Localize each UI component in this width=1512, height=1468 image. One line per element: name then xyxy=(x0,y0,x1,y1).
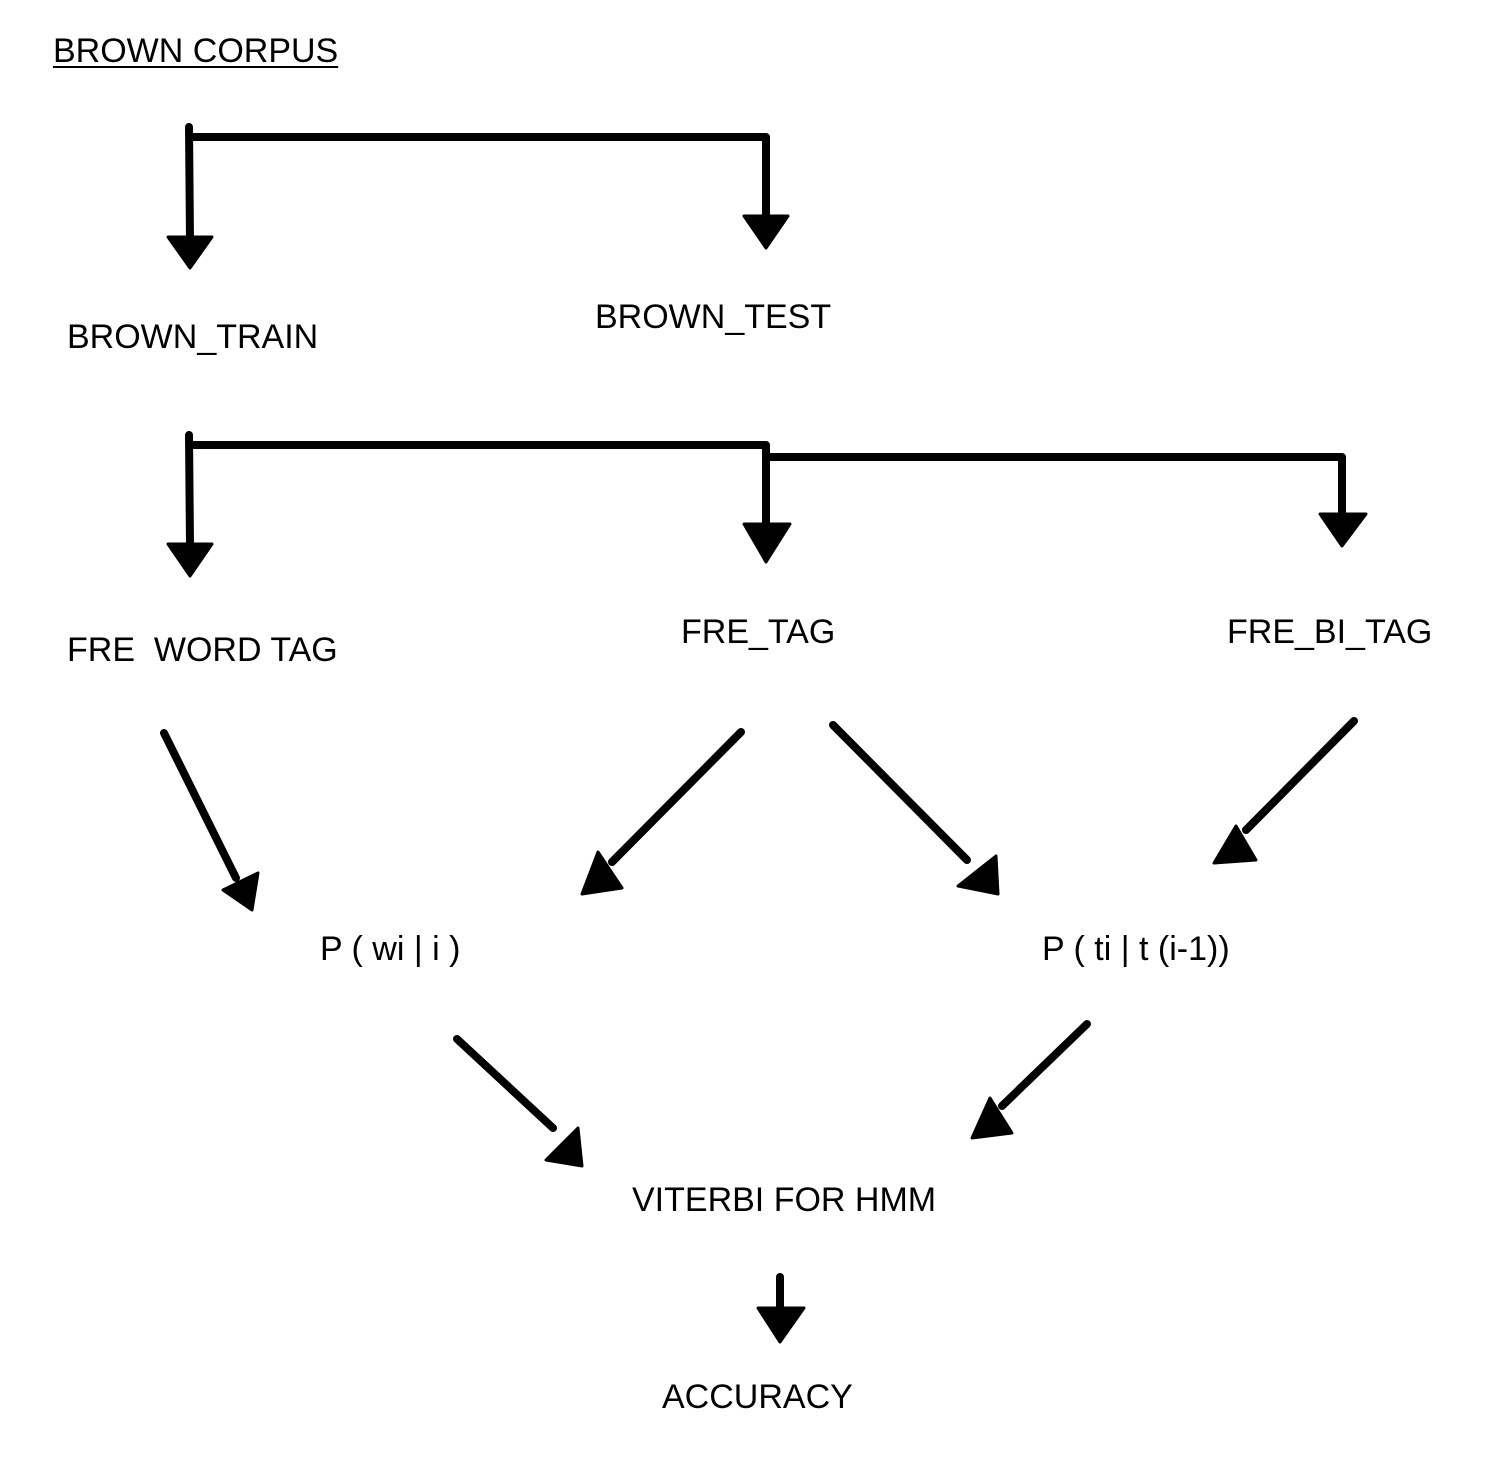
edge-pt-to-viterbi xyxy=(998,1020,1091,1110)
edge-tag-to-pt xyxy=(829,721,971,864)
edge-bitag-to-pt xyxy=(1242,717,1358,834)
arrowhead-viterbi-right xyxy=(970,1096,1014,1140)
node-viterbi: VITERBI FOR HMM xyxy=(632,1181,937,1219)
arrowhead-test xyxy=(742,214,790,250)
arrowhead-accuracy xyxy=(756,1306,806,1344)
arrowhead-pw-left xyxy=(221,871,260,912)
arrowhead-train xyxy=(166,235,214,270)
node-fre-tag: FRE_TAG xyxy=(681,613,836,651)
edge-wordtag-to-pw xyxy=(160,729,240,882)
node-fre-bi-tag: FRE_BI_TAG xyxy=(1227,613,1433,651)
arrowhead-viterbi-left xyxy=(544,1126,584,1168)
arrowhead-pw-right xyxy=(580,850,624,896)
arrowhead-bitag xyxy=(1318,512,1368,548)
node-accuracy: ACCURACY xyxy=(662,1378,853,1416)
node-brown-train: BROWN_TRAIN xyxy=(67,318,319,356)
node-p-tag-given-prev: P ( ti | t (i-1)) xyxy=(1042,930,1230,968)
node-brown-test: BROWN_TEST xyxy=(595,298,832,336)
diagram-title: BROWN CORPUS xyxy=(53,32,339,70)
edge-train-bracket xyxy=(185,431,1346,549)
edge-corpus-bracket xyxy=(185,123,770,244)
node-p-word-given-tag: P ( wi | i ) xyxy=(320,930,461,968)
node-fre-word-tag: FRE WORD TAG xyxy=(67,631,338,669)
arrowhead-tag xyxy=(742,522,792,564)
edge-pw-to-viterbi xyxy=(453,1035,557,1132)
arrowhead-pt-right xyxy=(1212,824,1258,865)
arrowhead-pt-left xyxy=(956,854,1000,896)
arrowhead-wordtag xyxy=(166,542,214,578)
edge-tag-to-pw xyxy=(608,728,745,866)
